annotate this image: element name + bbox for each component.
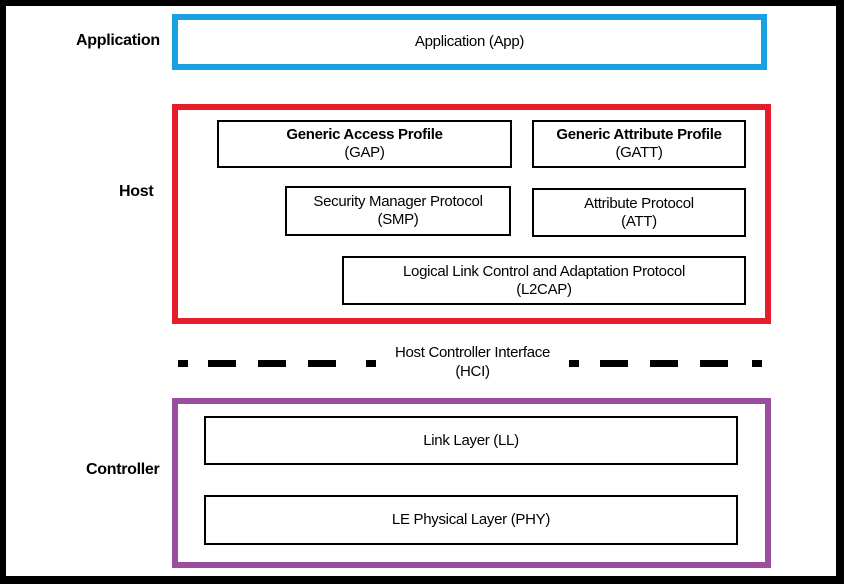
hci-dash <box>752 360 762 367</box>
smp-name: Security Manager Protocol <box>313 193 483 210</box>
application-layer <box>172 14 767 70</box>
phy-label: LE Physical Layer (PHY) <box>391 511 551 528</box>
hci-abbr: (HCI) <box>455 363 490 380</box>
gatt-abbr: (GATT) <box>615 144 663 161</box>
l2cap-abbr: (L2CAP) <box>516 280 572 298</box>
hci-dash <box>700 360 728 367</box>
hci-dash <box>650 360 678 367</box>
l2cap-name: Logical Link Control and Adaptation Prot… <box>403 262 685 280</box>
hci-dash <box>308 360 336 367</box>
hci-dash <box>258 360 286 367</box>
att-name: Attribute Protocol <box>584 194 694 212</box>
l2cap-box: Logical Link Control and Adaptation Prot… <box>342 256 746 305</box>
att-abbr: (ATT) <box>621 212 657 230</box>
smp-box: Security Manager Protocol (SMP) <box>285 186 511 236</box>
hci-dash <box>208 360 236 367</box>
gatt-name: Generic Attribute Profile <box>556 126 722 143</box>
application-box-label: Application (App) <box>414 33 525 50</box>
link-layer-box: Link Layer (LL) <box>204 416 738 465</box>
hci-dash <box>178 360 188 367</box>
hci-dash <box>600 360 628 367</box>
hci-label: Host Controller Interface (HCI) <box>376 343 569 381</box>
hci-dash <box>366 360 376 367</box>
smp-abbr: (SMP) <box>377 211 419 228</box>
phy-box: LE Physical Layer (PHY) <box>204 495 738 545</box>
hci-dash <box>569 360 579 367</box>
application-box: Application (App) <box>178 20 761 64</box>
gap-abbr: (GAP) <box>344 144 385 161</box>
application-label: Application <box>76 32 160 49</box>
controller-label: Controller <box>86 461 160 478</box>
hci-name: Host Controller Interface <box>394 344 551 361</box>
host-label: Host <box>119 183 154 200</box>
gap-box: Generic Access Profile (GAP) <box>217 120 512 168</box>
link-layer-label: Link Layer (LL) <box>423 431 519 449</box>
att-box: Attribute Protocol (ATT) <box>532 188 746 237</box>
gap-name: Generic Access Profile <box>286 126 443 143</box>
gatt-box: Generic Attribute Profile (GATT) <box>532 120 746 168</box>
